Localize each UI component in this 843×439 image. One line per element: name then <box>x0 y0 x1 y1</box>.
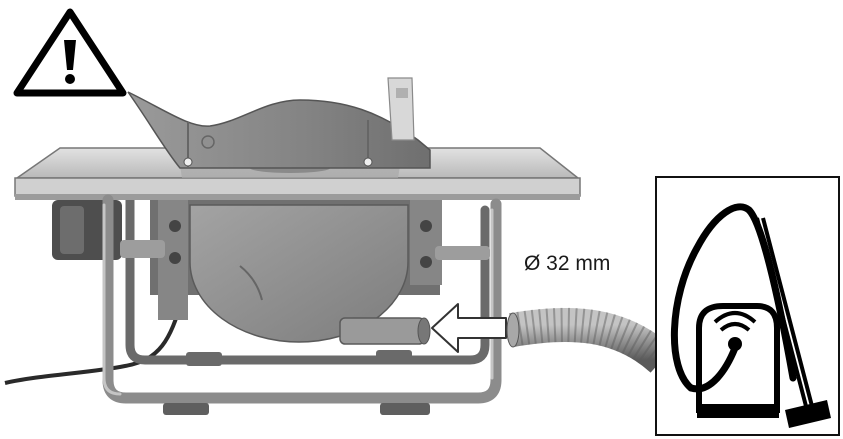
vacuum-cleaner-icon <box>670 203 831 428</box>
lower-blade-cover <box>189 204 409 343</box>
power-cable <box>4 299 184 385</box>
extraction-hose <box>506 307 674 373</box>
connection-arrow-icon <box>431 303 507 353</box>
frame-feet <box>163 350 430 415</box>
extraction-port <box>339 317 431 345</box>
frame-highlight <box>102 203 494 396</box>
rear-frame <box>125 195 490 365</box>
front-frame <box>102 194 502 404</box>
warning-triangle-icon <box>13 8 127 97</box>
blade-guard <box>127 77 431 169</box>
vacuum-cleaner-panel <box>655 176 840 436</box>
hose-diameter-label: Ø 32 mm <box>524 252 611 275</box>
